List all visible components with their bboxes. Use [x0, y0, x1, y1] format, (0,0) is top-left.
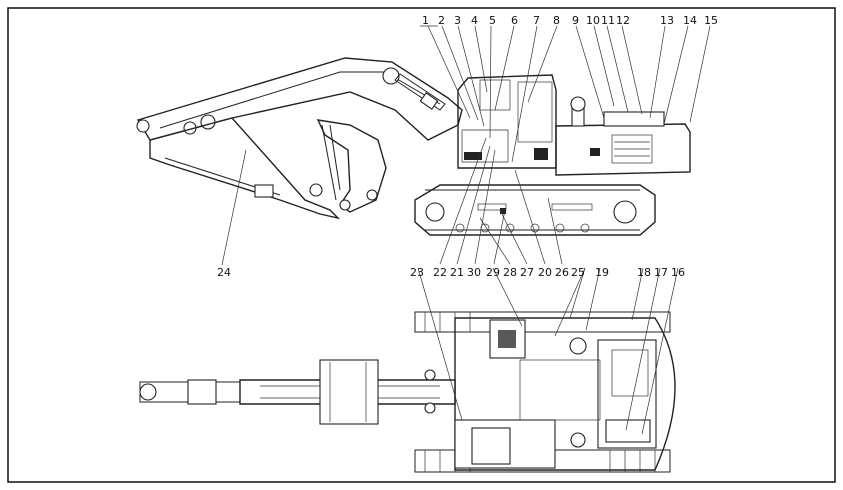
callout-18: 18	[637, 266, 651, 279]
callout-13: 13	[660, 14, 674, 27]
callout-20: 20	[538, 266, 552, 279]
callout-14: 14	[683, 14, 697, 27]
callout-11: 11	[601, 14, 615, 27]
top-view	[139, 311, 676, 473]
callout-12: 12	[616, 14, 630, 27]
callout-19: 19	[595, 266, 609, 279]
callout-21: 21	[450, 266, 464, 279]
callout-6: 6	[511, 14, 518, 27]
leader-lines	[221, 25, 711, 435]
callout-25: 25	[571, 266, 585, 279]
callout-30: 30	[467, 266, 481, 279]
callout-3: 3	[454, 14, 461, 27]
side-view	[136, 57, 691, 236]
callout-1: 1	[422, 14, 429, 27]
callout-17: 17	[654, 266, 668, 279]
callout-24: 24	[217, 266, 231, 279]
callout-10: 10	[586, 14, 600, 27]
callout-2: 2	[438, 14, 445, 27]
callout-26: 26	[555, 266, 569, 279]
callout-8: 8	[553, 14, 560, 27]
callout-4: 4	[471, 14, 478, 27]
callout-22: 22	[433, 266, 447, 279]
callout-labels: 1 2 3 4 5 6 7 8 9 10 11 12 13 14 15 22 2…	[217, 14, 718, 279]
callout-7: 7	[533, 14, 540, 27]
callout-29: 29	[486, 266, 500, 279]
callout-5: 5	[489, 14, 496, 27]
callout-9: 9	[572, 14, 579, 27]
callout-27: 27	[520, 266, 534, 279]
callout-15: 15	[704, 14, 718, 27]
drawing-border	[7, 7, 836, 483]
callout-23: 23	[410, 266, 424, 279]
callout-28: 28	[503, 266, 517, 279]
callout-16: 16	[671, 266, 685, 279]
